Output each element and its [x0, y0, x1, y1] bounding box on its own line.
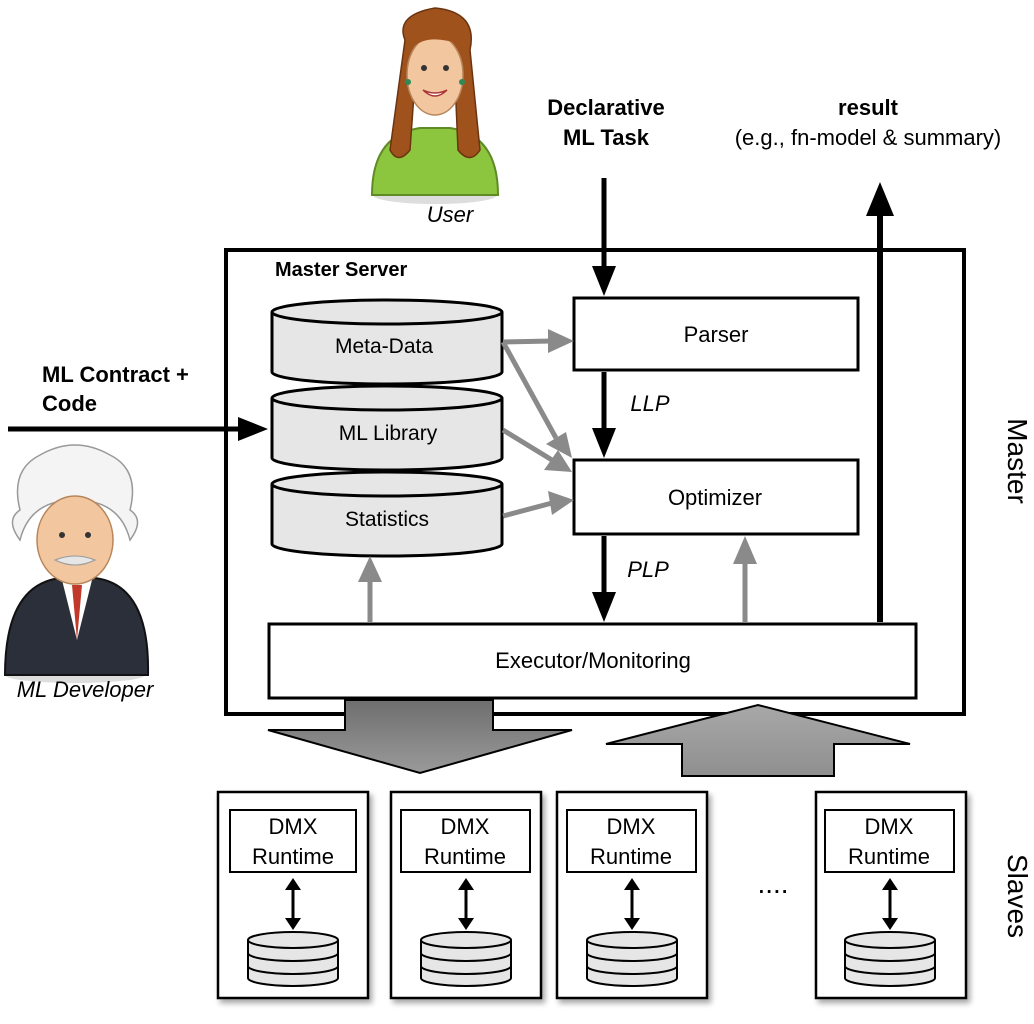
task-arrow — [592, 178, 616, 296]
executor-monitoring-box — [267, 622, 918, 700]
user-label: User — [427, 202, 475, 227]
result-arrow — [866, 182, 894, 622]
parser-label: Parser — [684, 322, 749, 347]
slave-runtime-label-line1: DMX — [865, 814, 914, 839]
plp-label: PLP — [627, 557, 669, 582]
slave-node: DMX Runtime — [814, 790, 968, 1000]
meta-data-to-parser-arrow — [502, 329, 574, 353]
slave-runtime-label-line2: Runtime — [424, 844, 506, 869]
master-to-slaves-big-arrow — [267, 699, 573, 775]
slave-runtime-label-line2: Runtime — [848, 844, 930, 869]
meta-data-to-optimizer-arrow — [500, 340, 572, 458]
meta-data-label: Meta-Data — [335, 335, 433, 358]
statistics-to-optimizer-arrow — [502, 491, 574, 519]
slaves-to-master-big-arrow — [605, 703, 911, 777]
user-avatar-icon — [370, 7, 500, 204]
task-label-line1: Declarative — [547, 95, 664, 120]
result-label-line2: (e.g., fn-model & summary) — [735, 125, 1002, 150]
task-label-line2: ML Task — [563, 125, 650, 150]
contract-arrow — [8, 417, 268, 441]
slave-disk-icon — [586, 931, 678, 987]
slave-disk-icon — [844, 931, 936, 987]
optimizer-label: Optimizer — [668, 485, 762, 510]
result-label-line1: result — [838, 95, 899, 120]
developer-avatar-icon — [3, 444, 150, 683]
ml-library-label: ML Library — [339, 422, 438, 445]
master-side-label: Master — [1002, 418, 1033, 504]
ml-library-store — [270, 384, 504, 472]
statistics-label: Statistics — [345, 508, 429, 531]
optimizer-box — [572, 458, 860, 536]
slaves-side-label: Slaves — [1002, 854, 1033, 938]
slave-runtime-label-line2: Runtime — [590, 844, 672, 869]
developer-label: ML Developer — [17, 677, 155, 702]
ml-library-to-optimizer-arrow — [501, 427, 572, 472]
plp-arrow — [592, 536, 616, 622]
slave-node: DMX Runtime — [216, 790, 370, 1000]
slave-node: DMX Runtime — [555, 790, 709, 1000]
more-slaves-ellipsis: .... — [757, 868, 788, 899]
master-server-title: Master Server — [275, 259, 408, 281]
slave-node: DMX Runtime — [389, 790, 543, 1000]
slave-disk-icon — [420, 931, 512, 987]
contract-label-line2: Code — [42, 391, 97, 416]
meta-data-store — [270, 298, 504, 386]
llp-label: LLP — [630, 391, 669, 416]
parser-box — [572, 296, 860, 372]
slave-runtime-label-line2: Runtime — [252, 844, 334, 869]
slave-runtime-label-line1: DMX — [441, 814, 490, 839]
executor-to-optimizer-arrow — [733, 536, 757, 622]
contract-label-line1: ML Contract + — [42, 362, 189, 387]
slave-disk-icon — [247, 931, 339, 987]
llp-arrow — [592, 372, 616, 458]
statistics-store — [270, 470, 504, 558]
slave-runtime-label-line1: DMX — [269, 814, 318, 839]
executor-to-statistics-arrow — [358, 556, 382, 622]
executor-monitoring-label: Executor/Monitoring — [495, 648, 691, 673]
slave-runtime-label-line1: DMX — [607, 814, 656, 839]
